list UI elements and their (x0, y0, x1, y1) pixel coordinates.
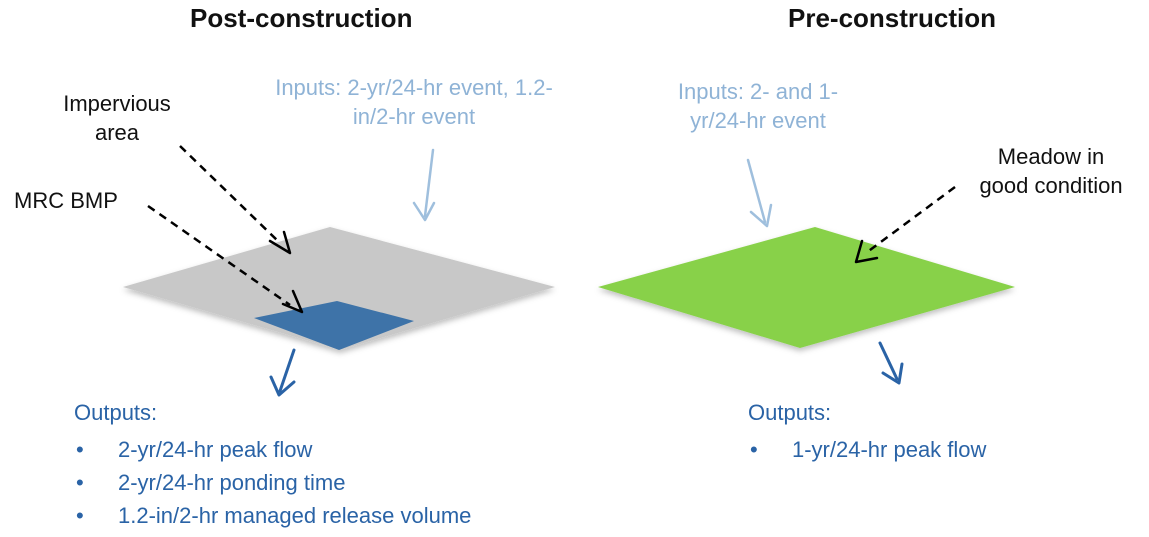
pre-construction-title: Pre-construction (788, 3, 997, 33)
pre-input-arrow (746, 158, 773, 228)
list-item: • 1.2-in/2-hr managed release volume (76, 499, 471, 532)
impervious-arrow (179, 145, 292, 255)
post-output-text: 2-yr/24-hr peak flow (118, 437, 313, 462)
post-output-text: 2-yr/24-hr ponding time (118, 470, 346, 495)
bmp-arrow (147, 204, 304, 314)
bullet-icon: • (750, 437, 758, 462)
meadow-surface (598, 227, 1015, 348)
meadow-arrow (854, 185, 956, 264)
post-outputs-list: • 2-yr/24-hr peak flow • 2-yr/24-hr pond… (76, 433, 471, 532)
bullet-icon: • (76, 470, 84, 495)
post-output-arrow (269, 348, 296, 397)
list-item: • 2-yr/24-hr peak flow (76, 433, 471, 466)
pre-outputs-heading: Outputs: (748, 400, 832, 425)
impervious-surface (123, 227, 555, 350)
post-input-arrow (412, 148, 436, 222)
pre-inputs-line2: yr/24-hr event (690, 107, 826, 133)
impervious-line2: area (94, 119, 140, 145)
pre-output-arrow (878, 341, 904, 385)
post-inputs-line1: Inputs: 2-yr/24-hr event, 1.2- (275, 75, 553, 100)
pre-inputs-label: Inputs: 2- and 1- yr/24-hr event (652, 78, 864, 135)
meadow-line2: good condition (979, 172, 1123, 198)
post-inputs-label: Inputs: 2-yr/24-hr event, 1.2- in/2-hr e… (236, 74, 592, 131)
mrc-bmp-area (254, 301, 414, 350)
meadow-line1: Meadow in (997, 144, 1105, 169)
post-inputs-line2: in/2-hr event (352, 103, 476, 129)
pre-inputs-line1: Inputs: 2- and 1- (677, 79, 839, 104)
bullet-icon: • (76, 437, 84, 462)
post-output-text: 1.2-in/2-hr managed release volume (118, 503, 472, 528)
meadow-label: Meadow in good condition (956, 143, 1146, 200)
mrc-bmp-label: MRC BMP (14, 188, 118, 213)
post-construction-title: Post-construction (190, 3, 413, 33)
impervious-line1: Impervious (63, 91, 171, 116)
pre-outputs-list: • 1-yr/24-hr peak flow (750, 433, 986, 466)
post-outputs-heading: Outputs: (74, 400, 158, 425)
bullet-icon: • (76, 503, 84, 528)
list-item: • 2-yr/24-hr ponding time (76, 466, 471, 499)
impervious-area-label: Impervious area (52, 90, 182, 147)
pre-output-text: 1-yr/24-hr peak flow (792, 437, 987, 462)
list-item: • 1-yr/24-hr peak flow (750, 433, 986, 466)
